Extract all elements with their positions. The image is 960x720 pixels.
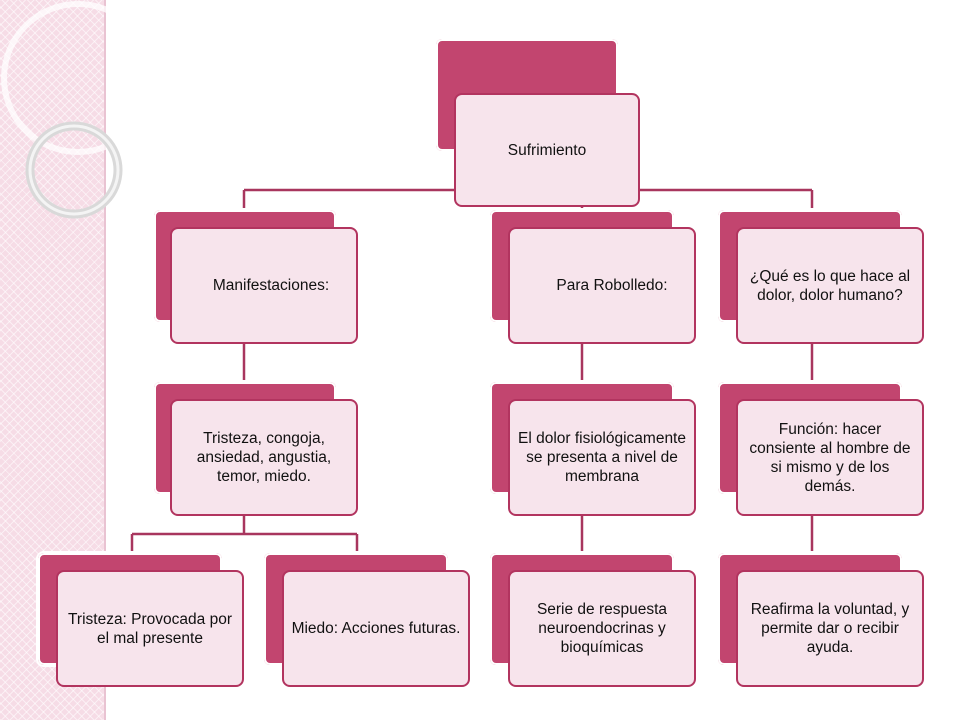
node-miedo-front: Miedo: Acciones futuras. xyxy=(282,570,470,687)
node-tristeza-provocada-front: Tristeza: Provocada por el mal presente xyxy=(56,570,244,687)
label-respuesta: Serie de respuesta neuroendocrinas y bio… xyxy=(536,601,668,656)
branch-node-robolledo-front: Para Robolledo: xyxy=(508,227,696,344)
branch-node-manifestaciones: Manifestaciones: xyxy=(152,208,358,346)
node-funcion: Función: hacer consiente al hombre de si… xyxy=(716,380,924,518)
node-miedo: Miedo: Acciones futuras. xyxy=(262,551,470,689)
decorative-rings xyxy=(1,1,140,219)
label-tristeza-emociones: Tristeza, congoja, ansiedad, angustia, t… xyxy=(196,430,332,485)
branch-node-dolor-humano-front: ¿Qué es lo que hace al dolor, dolor huma… xyxy=(736,227,924,344)
node-dolor-membrana: El dolor fisiológicamente se presenta a … xyxy=(488,380,696,518)
branch-node-robolledo: Para Robolledo: xyxy=(488,208,696,346)
label-funcion: Función: hacer consiente al hombre de si… xyxy=(749,420,911,495)
branch-node-dolor-humano: ¿Qué es lo que hace al dolor, dolor huma… xyxy=(716,208,924,346)
branch-label-robolledo: Para Robolledo: xyxy=(556,277,668,294)
node-tristeza-emociones-front: Tristeza, congoja, ansiedad, angustia, t… xyxy=(170,399,358,516)
label-miedo: Miedo: Acciones futuras. xyxy=(291,620,461,637)
node-respuesta: Serie de respuesta neuroendocrinas y bio… xyxy=(488,551,696,689)
node-funcion-front: Función: hacer consiente al hombre de si… xyxy=(736,399,924,516)
root-node: Sufrimiento xyxy=(434,37,644,207)
node-reafirma: Reafirma la voluntad, y permite dar o re… xyxy=(716,551,924,689)
label-reafirma: Reafirma la voluntad, y permite dar o re… xyxy=(750,601,910,656)
node-respuesta-front: Serie de respuesta neuroendocrinas y bio… xyxy=(508,570,696,687)
branch-label-manifestaciones: Manifestaciones: xyxy=(212,277,330,294)
branch-label-dolor-humano: ¿Qué es lo que hace al dolor, dolor huma… xyxy=(749,267,911,304)
root-node-front: Sufrimiento xyxy=(454,93,640,207)
node-tristeza-emociones: Tristeza, congoja, ansiedad, angustia, t… xyxy=(152,380,358,518)
node-reafirma-front: Reafirma la voluntad, y permite dar o re… xyxy=(736,570,924,687)
node-tristeza-provocada: Tristeza: Provocada por el mal presente xyxy=(36,551,244,689)
side-panel-edge xyxy=(104,0,106,720)
label-dolor-membrana: El dolor fisiológicamente se presenta a … xyxy=(517,430,686,485)
node-dolor-membrana-front: El dolor fisiológicamente se presenta a … xyxy=(508,399,696,516)
root-label: Sufrimiento xyxy=(507,141,587,159)
branch-node-manifestaciones-front: Manifestaciones: xyxy=(170,227,358,344)
label-tristeza-provocada: Tristeza: Provocada por el mal presente xyxy=(68,610,232,647)
